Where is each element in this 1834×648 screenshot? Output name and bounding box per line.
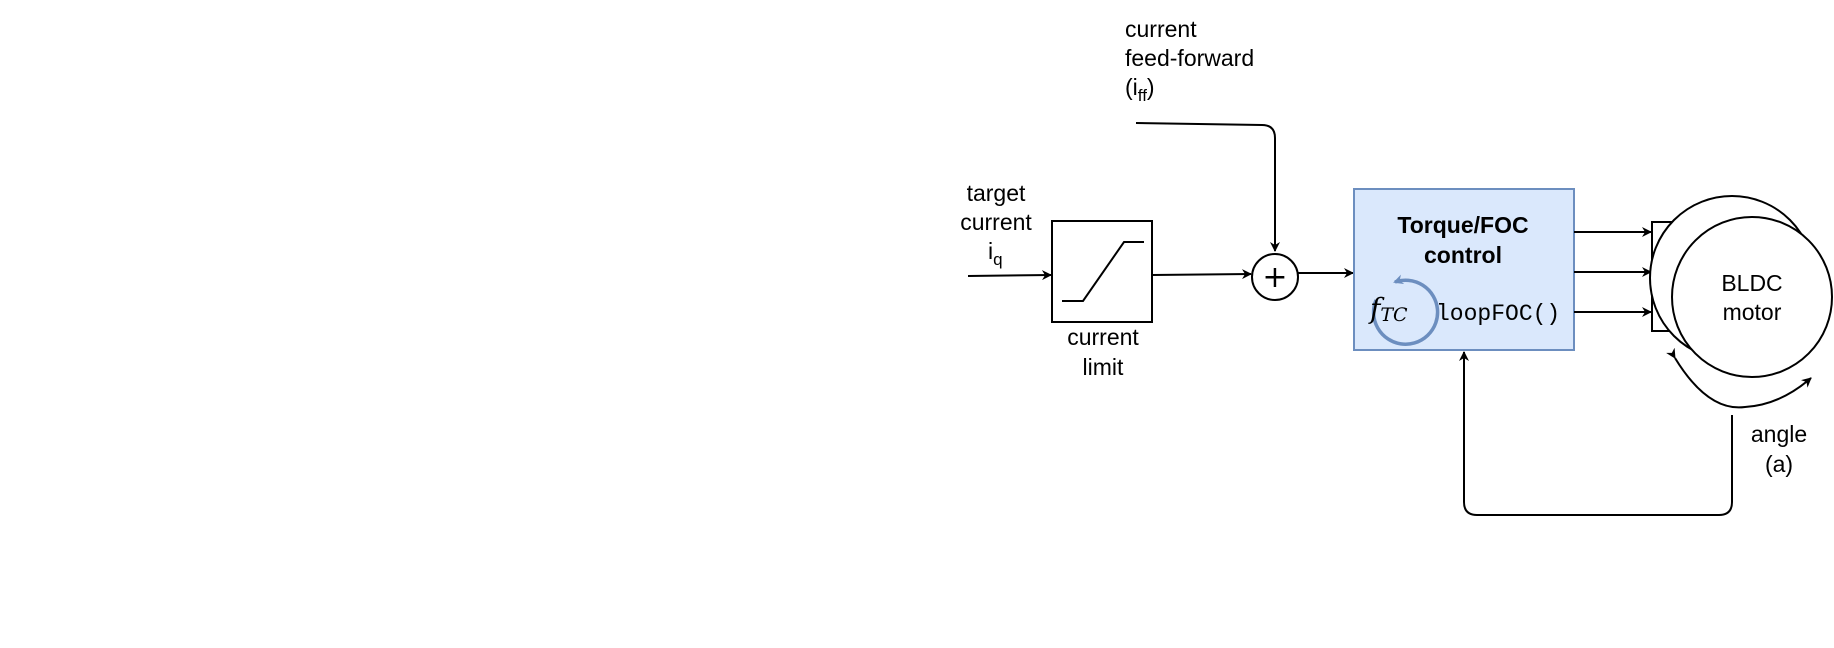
loopfoc-function: loopFOC() [1436, 301, 1560, 327]
feedforward-label-line1: current [1125, 16, 1197, 42]
torque-foc-control-block [1353, 188, 1575, 351]
loop-icon [1371, 274, 1440, 346]
limit-label-line2: limit [1083, 354, 1124, 380]
target-label-line3: iq [988, 238, 1003, 269]
angle-label-line2: (a) [1765, 451, 1793, 477]
summing-junction [1251, 253, 1299, 301]
saturation-icon [1062, 241, 1144, 302]
limit-to-sum-arrow [1151, 269, 1252, 280]
current-limit-block [1051, 220, 1153, 323]
foc-title-line1: Torque/FOC [1397, 212, 1528, 238]
motor-label-line2: motor [1723, 299, 1782, 325]
plus-icon: + [1262, 260, 1287, 295]
angle-label-line1: angle [1751, 421, 1807, 447]
feedforward-arrow [1135, 122, 1280, 252]
limit-label-line1: current [1067, 324, 1139, 350]
target-label-line2: current [960, 209, 1032, 235]
feedforward-label-line2: feed-forward [1125, 45, 1254, 71]
motor-label-line1: BLDC [1721, 270, 1782, 296]
feedforward-label-line3: (iff) [1125, 74, 1155, 105]
target-label-line1: target [967, 180, 1026, 206]
angle-feedback-arrow [1459, 351, 1733, 516]
angle-arc-icon [1666, 347, 1812, 409]
motor-rotor [1671, 216, 1833, 378]
foc-title-line2: control [1424, 242, 1502, 268]
target-input-arrow [967, 270, 1052, 281]
